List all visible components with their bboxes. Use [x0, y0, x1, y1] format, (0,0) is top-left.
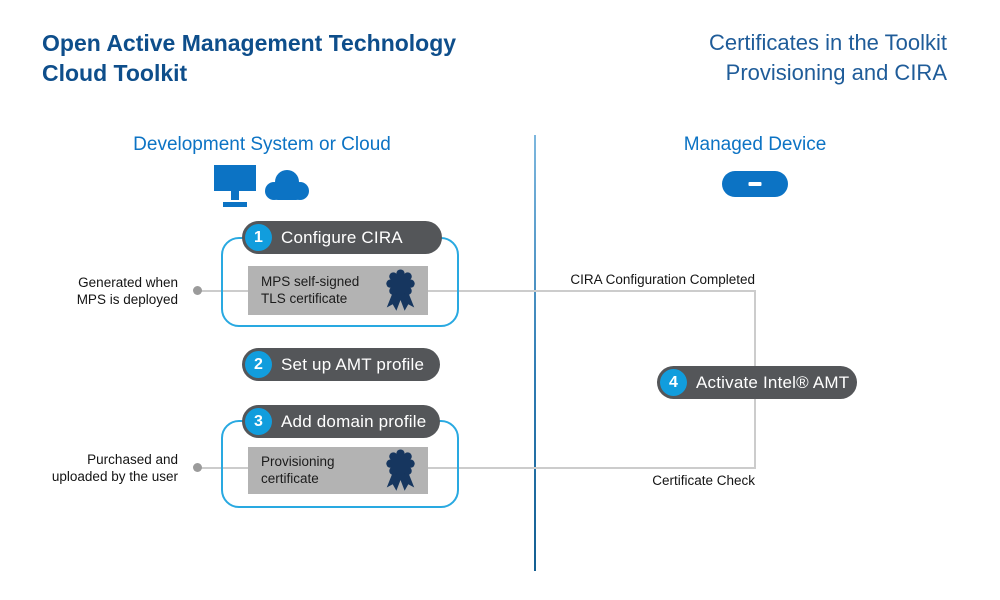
page-title-line2: Cloud Toolkit — [42, 60, 188, 86]
note-generated-when-mps-deployed: Generated when MPS is deployed — [28, 274, 178, 308]
cert1-label-line1: MPS self-signed — [261, 274, 360, 289]
step-activate-intel-amt: 4 Activate Intel® AMT — [657, 366, 857, 399]
section-header-development-system: Development System or Cloud — [133, 134, 391, 155]
mps-tls-certificate-label: MPS self-signed TLS certificate — [261, 274, 382, 307]
certificate-ribbon-icon — [382, 448, 419, 493]
cloud-icon — [261, 169, 311, 202]
connector-dot-bottom — [193, 463, 202, 472]
connector-line-certificate-check — [197, 467, 755, 469]
note2-line2: uploaded by the user — [51, 469, 178, 484]
step-configure-cira: 1 Configure CIRA — [242, 221, 442, 254]
step-label: Set up AMT profile — [281, 354, 425, 374]
monitor-icon — [212, 165, 258, 207]
step-number-badge: 3 — [245, 408, 272, 435]
step-number-badge: 1 — [245, 224, 272, 251]
step-add-domain-profile: 3 Add domain profile — [242, 405, 440, 438]
step-number-badge: 4 — [660, 369, 687, 396]
step-label: Activate Intel® AMT — [696, 372, 850, 392]
note1-line2: MPS is deployed — [76, 292, 178, 307]
flow-label-certificate-check: Certificate Check — [652, 473, 755, 488]
managed-device-icon — [722, 171, 788, 197]
cert2-label-line1: Provisioning — [261, 454, 335, 469]
step-label: Configure CIRA — [281, 227, 403, 247]
page-title-line1: Open Active Management Technology — [42, 30, 457, 56]
note1-line1: Generated when — [78, 275, 178, 290]
flow-label-cira-configuration-completed: CIRA Configuration Completed — [570, 272, 755, 287]
note-purchased-uploaded-by-user: Purchased and uploaded by the user — [28, 451, 178, 485]
connector-dot-top — [193, 286, 202, 295]
cert1-label-line2: TLS certificate — [261, 290, 348, 306]
certificate-ribbon-icon — [382, 268, 419, 313]
section-header-managed-device: Managed Device — [683, 134, 827, 155]
provisioning-certificate-label: Provisioning certificate — [261, 454, 382, 487]
connector-line-cira — [197, 290, 755, 292]
provisioning-certificate-box: Provisioning certificate — [248, 447, 428, 494]
device-slot-mark — [748, 182, 762, 186]
mps-tls-certificate-box: MPS self-signed TLS certificate — [248, 266, 428, 315]
step-number-badge: 2 — [245, 351, 272, 378]
note2-line1: Purchased and — [87, 452, 178, 467]
page-title: Open Active Management Technology Cloud … — [42, 28, 456, 88]
page-subtitle: Certificates in the Toolkit Provisioning… — [709, 28, 947, 88]
step-label: Add domain profile — [281, 411, 427, 431]
page-subtitle-line2: Provisioning and CIRA — [725, 60, 947, 85]
cert2-label-line2: certificate — [261, 470, 319, 486]
page-subtitle-line1: Certificates in the Toolkit — [708, 30, 947, 55]
column-divider-line — [534, 135, 536, 571]
step-set-up-amt-profile: 2 Set up AMT profile — [242, 348, 440, 381]
